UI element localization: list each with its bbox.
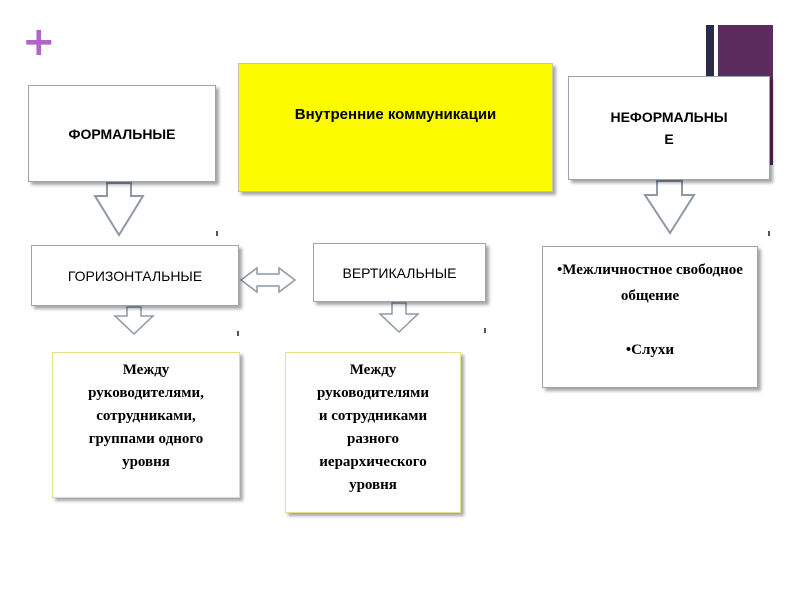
down-arrow-vertical (378, 302, 420, 334)
description-line: руководителями, (88, 385, 204, 401)
informal-title-line1: НЕФОРМАЛЬНЫ (610, 109, 728, 125)
description-line: сотрудниками, (96, 408, 196, 424)
tick-mark (216, 231, 218, 236)
double-arrow (239, 266, 297, 294)
informal-title-line2: Е (664, 131, 674, 147)
plus-icon: + (22, 19, 56, 65)
description-line: Между (122, 362, 170, 378)
tick-mark (237, 331, 239, 336)
horizontal-description-box: Между руководителями, сотрудниками, груп… (52, 352, 240, 498)
description-line: иерархического (319, 454, 427, 470)
vertical-box: ВЕРТИКАЛЬНЫЕ (313, 243, 486, 302)
horizontal-box: ГОРИЗОНТАЛЬНЫЕ (31, 245, 239, 306)
description-line: и сотрудниками (318, 408, 428, 424)
down-arrow-formal (93, 182, 145, 237)
tick-mark (484, 328, 486, 333)
internal-communications-title: Внутренние коммуникации (294, 106, 497, 123)
informal-type-item: •Межличностное свободное общение (557, 262, 743, 304)
description-line: уровня (122, 454, 170, 470)
description-line: разного (347, 431, 399, 447)
tick-mark (768, 231, 770, 236)
internal-communications-box: Внутренние коммуникации (238, 63, 553, 192)
description-line: Между (349, 362, 397, 378)
informal-type-item: •Слухи (625, 342, 675, 358)
informal-types-box: •Межличностное свободное общение •Слухи (542, 246, 758, 388)
informal-box: НЕФОРМАЛЬНЫ Е (568, 76, 770, 180)
down-arrow-horizontal (113, 306, 155, 336)
description-line: руководителями (317, 385, 429, 401)
formal-title: ФОРМАЛЬНЫЕ (68, 125, 176, 142)
description-line: группами одного (88, 431, 204, 447)
vertical-title: ВЕРТИКАЛЬНЫЕ (342, 264, 457, 281)
down-arrow-informal (643, 180, 696, 235)
vertical-description-box: Между руководителями и сотрудниками разн… (285, 352, 461, 513)
description-line: уровня (349, 477, 397, 493)
horizontal-title: ГОРИЗОНТАЛЬНЫЕ (67, 267, 203, 284)
formal-box: ФОРМАЛЬНЫЕ (28, 85, 216, 182)
